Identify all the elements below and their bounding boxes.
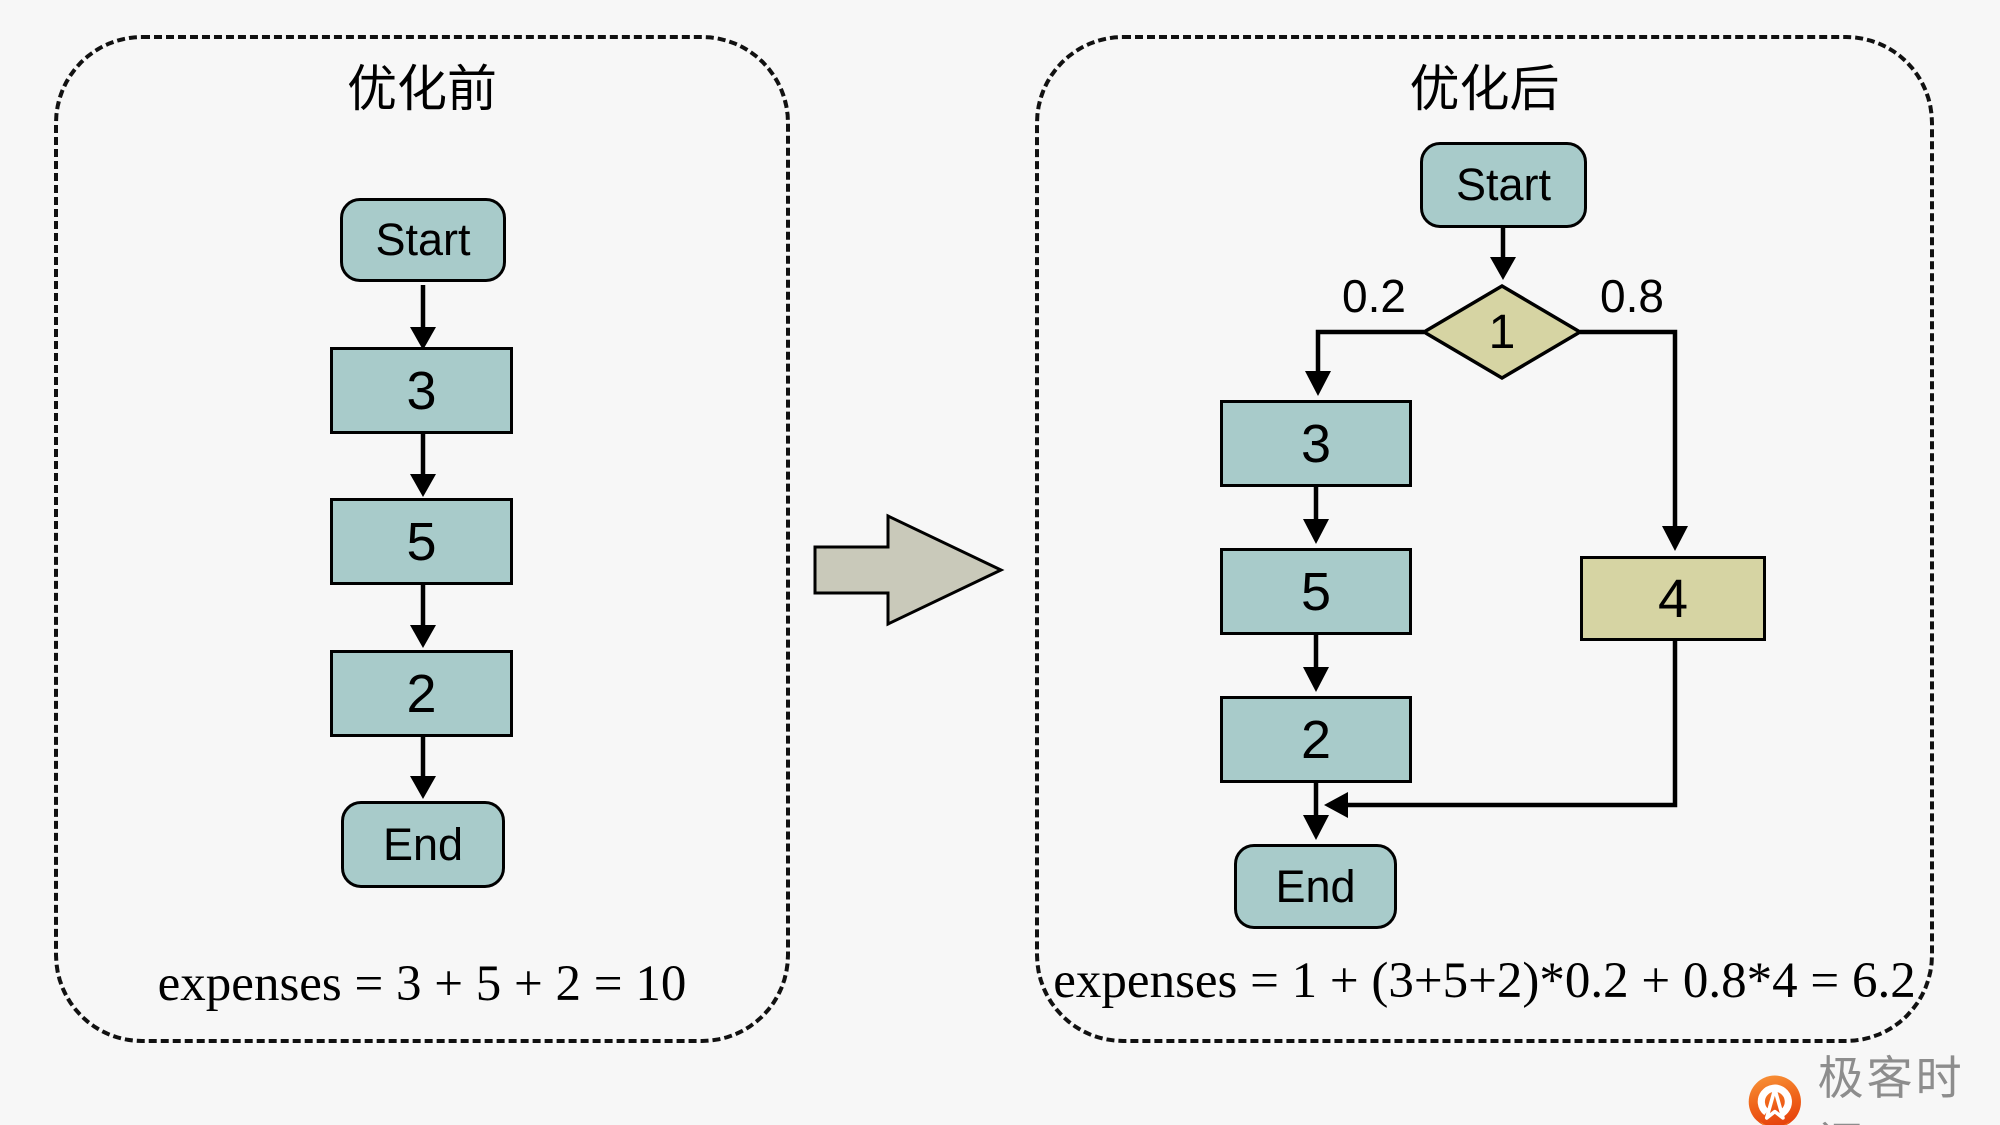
- node-start-before: Start: [340, 198, 506, 282]
- transform-arrow-icon: [813, 513, 1005, 627]
- node-step-5-after: 5: [1220, 548, 1412, 635]
- panel-after-optimization: 优化后 Start 0.2 0.8 1 3 5 2 4 End expenses…: [1035, 35, 1934, 1043]
- node-end-before: End: [341, 801, 505, 888]
- node-step-4-after: 4: [1580, 556, 1766, 641]
- geektime-logo-icon: [1748, 1075, 1801, 1125]
- probability-label-right: 0.8: [1600, 270, 1664, 322]
- panel-before-title: 优化前: [347, 61, 497, 117]
- node-start-after: Start: [1420, 142, 1587, 228]
- panel-after-title: 优化后: [1409, 61, 1560, 117]
- node-step-5-before: 5: [330, 498, 513, 585]
- brand-logo: 极客时间: [1746, 1042, 2000, 1125]
- node-step-3-before: 3: [330, 347, 513, 434]
- node-step-3-after: 3: [1220, 400, 1412, 487]
- panel-before-optimization: 优化前 Start 3 5 2 End expenses = 3 + 5 + 2…: [54, 35, 790, 1043]
- probability-label-left: 0.2: [1342, 270, 1406, 322]
- expenses-formula-before: expenses = 3 + 5 + 2 = 10: [157, 956, 687, 1012]
- node-end-after: End: [1234, 844, 1397, 929]
- decision-label: 1: [1488, 305, 1516, 359]
- brand-name: 极客时间: [1817, 1052, 1965, 1125]
- node-step-2-after: 2: [1220, 696, 1412, 783]
- node-step-2-before: 2: [330, 650, 513, 737]
- expenses-formula-after: expenses = 1 + (3+5+2)*0.2 + 0.8*4 = 6.2: [1053, 953, 1916, 1009]
